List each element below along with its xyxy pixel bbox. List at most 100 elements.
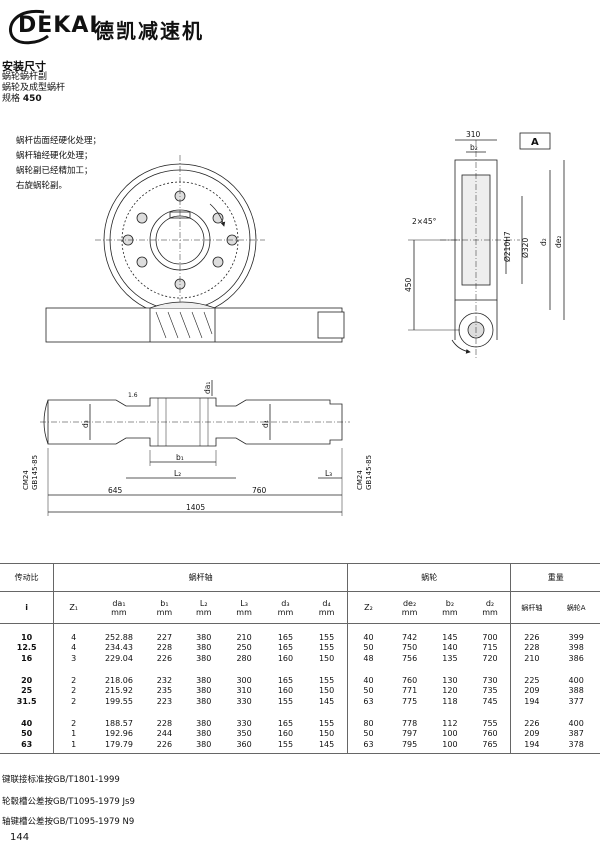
table-cell: 16 [21, 653, 33, 663]
dim-d3: d₃ [81, 420, 90, 428]
notes-block: 蜗杆齿面经硬化处理； 蜗杆轴经硬化处理； 蜗轮副已经精加工； 右旋蜗轮副。 [16, 134, 101, 194]
roughness-mark: 1.6 [128, 392, 138, 399]
table-cell: 380 [196, 729, 212, 738]
worm-wheel-front-view [95, 155, 265, 325]
table-cell: 378 [552, 739, 600, 754]
table-cell: 330 [236, 718, 252, 728]
table-cell: 155 [264, 739, 307, 754]
table-cell: 63 [0, 739, 54, 754]
table-cell: 330 [236, 696, 252, 706]
table-cell: 199.55 [104, 696, 133, 706]
dim-de2: de₂ [554, 236, 563, 248]
table-cell: 400 [568, 718, 584, 728]
table-cell: 155 [318, 718, 335, 728]
table-cell: 225 [510, 666, 553, 685]
table-cell: 715 [482, 643, 498, 652]
dim-hub: Ø320 [521, 238, 530, 258]
table-cell: 150 [318, 686, 335, 695]
logo-swoosh [9, 9, 49, 45]
brand-logo: DEKAI 德凯减速机 [4, 6, 214, 50]
table-cell: 50 [347, 727, 389, 740]
note-2: 蜗杆轴经硬化处理； [16, 151, 93, 161]
table-cell: 188.57 [104, 718, 133, 728]
table-cell: 150 [318, 729, 335, 738]
table-cell: 398 [568, 643, 584, 652]
table-cell: 226 [510, 709, 553, 728]
table-cell: 2 [53, 696, 94, 710]
table-cell: 756 [401, 653, 418, 663]
logo-text: DEKAI [18, 13, 99, 38]
table-cell: 228 [510, 641, 553, 654]
table-cell: 1 [53, 727, 94, 740]
note-4: 右旋蜗轮副。 [16, 181, 68, 191]
table-cell: 20 [21, 675, 33, 685]
dim-d4: d₄ [261, 420, 270, 428]
table-cell: 795 [388, 739, 431, 754]
worm-shaft-detail-view [40, 397, 350, 447]
table-cell: 377 [568, 696, 584, 706]
table-cell: 771 [401, 686, 418, 695]
table-cell: 100 [442, 729, 458, 738]
spec-line: 规格 450 [2, 94, 42, 105]
table-cell: 63 [347, 696, 389, 710]
table-cell: 399 [568, 632, 584, 642]
table-cell: 210 [236, 632, 252, 642]
table-cell: 155 [318, 632, 335, 642]
header-ratio: 传动比 [0, 563, 54, 592]
table-cell: 145 [318, 696, 335, 706]
table-cell: 165 [277, 675, 294, 685]
table-cell: 775 [401, 696, 418, 706]
dim-L2: L₂ [174, 469, 181, 478]
table-cell: 130 [442, 675, 458, 685]
dim-bore: Ø210H7 [503, 231, 512, 262]
sub-header: da₁ mm [93, 591, 145, 624]
dim-L3: L₃ [325, 469, 332, 478]
table-cell: 31.5 [16, 696, 37, 706]
table-cell: 215.92 [104, 686, 133, 695]
table-cell: 244 [156, 729, 173, 738]
table-cell: 765 [469, 739, 511, 754]
table-cell: 209 [510, 684, 553, 697]
dim-d2: d₂ [539, 238, 548, 246]
sub-header: de₂ mm [388, 591, 431, 624]
table-cell: 720 [482, 653, 498, 663]
sub-header-row: i Z₁ da₁ mm b₁ mm L₂ mm L₃ mm d₃ mm d₄ m… [0, 591, 600, 624]
table-cell: 165 [277, 643, 294, 652]
table-cell: 140 [442, 643, 458, 652]
worm-shaft-front-view [45, 301, 345, 343]
table-cell: 25 [21, 686, 33, 695]
table-cell: 310 [236, 686, 252, 695]
table-cell: 194 [510, 696, 553, 710]
spec-label: 规格 [2, 94, 21, 104]
sub-header: b₁ mm [144, 591, 185, 624]
footnote-1: 键联接标准按GB/T1801-1999 [2, 775, 120, 785]
dim-b1: b₁ [176, 453, 184, 462]
table-cell: 387 [568, 729, 584, 738]
dim-b2: b₂ [470, 143, 478, 152]
table-cell: 380 [184, 739, 224, 754]
table-cell: 160 [277, 653, 294, 663]
header-weight: 重量 [510, 563, 600, 592]
table-cell: 400 [568, 675, 584, 685]
table-cell: 750 [401, 643, 418, 652]
table-cell: 745 [482, 696, 498, 706]
table-cell: 218.06 [104, 675, 133, 685]
sub-header: d₂ mm [469, 591, 511, 624]
table-cell: 228 [156, 643, 173, 652]
subtitle-1: 蜗轮蜗杆副 [2, 72, 48, 82]
dim-chamfer: 2×45° [412, 217, 437, 226]
technical-drawing: A 310 b₂ 2×45° Ø210H7 Ø320 d₂ de₂ 450 da… [22, 130, 565, 516]
table-cell: 118 [442, 696, 458, 706]
sub-header: d₃ mm [264, 591, 307, 624]
table-cell: 226 [510, 623, 553, 642]
table-cell: 229.04 [104, 653, 133, 663]
table-cell: 700 [482, 632, 498, 642]
section-label: A [531, 137, 539, 148]
dim-645: 645 [108, 486, 123, 495]
footnote-3: 轴键槽公差按GB/T1095-1979 N9 [2, 817, 135, 827]
sub-header: L₃ mm [223, 591, 265, 624]
